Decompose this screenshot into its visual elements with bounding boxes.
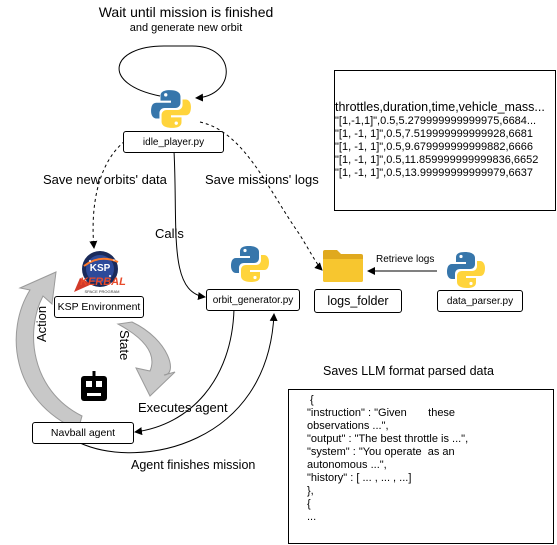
ksp-environment-node: KSP Environment [54, 296, 144, 318]
folder-icon [323, 250, 363, 282]
logs-folder-node: logs_folder [314, 289, 402, 313]
json-line: { [307, 394, 314, 406]
json-line: }, [307, 485, 314, 497]
json-line: { [307, 498, 311, 510]
ksp-logo-tiny-text: SPACE PROGRAM [84, 289, 120, 294]
csv-header: throttles,duration,time,vehicle_mass... [335, 100, 545, 114]
json-line: "system" : "You operate as an [307, 446, 455, 458]
state-label: State [117, 330, 132, 361]
robot-icon [81, 371, 107, 401]
csv-row: "[1, -1, 1]",0.5,11.859999999999836,6652 [335, 154, 539, 166]
agent-finishes-arrow [79, 313, 278, 454]
orbit-generator-node: orbit_generator.py [206, 289, 300, 311]
self-loop-arrow [118, 45, 227, 102]
title-line-1: Wait until mission is finished [98, 4, 274, 20]
python-logo-icon [231, 246, 269, 282]
csv-row: "[1, -1, 1]",0.5,13.99999999999979,6637 [335, 167, 534, 179]
title-line-2: and generate new orbit [129, 22, 243, 34]
csv-row: "[1, -1, 1]",0.5,7.519999999999928,6681 [335, 128, 534, 140]
csv-log-panel: throttles,duration,time,vehicle_mass... … [334, 70, 556, 211]
state-big-arrow [116, 321, 176, 397]
executes-agent-label: Executes agent [138, 400, 228, 415]
action-big-arrow [15, 271, 83, 431]
csv-row: "[1, -1, 1]",0.5,9.679999999999882,6666 [335, 141, 534, 153]
calls-arrow [173, 150, 206, 301]
calls-label: Calls [155, 226, 184, 241]
llm-json-panel: { "instruction" : "Given these observati… [288, 389, 554, 544]
agent-finishes-label: Agent finishes mission [131, 458, 256, 472]
json-line: observations ...", [307, 420, 389, 432]
python-logo-icon [151, 90, 191, 128]
ksp-logo-sub-text: KERBAL [80, 276, 126, 288]
retrieve-logs-label: Retrieve logs [376, 254, 435, 265]
json-line: "history" : [ ... , ... , ...] [307, 472, 412, 484]
save-orbits-label: Save new orbits' data [43, 172, 167, 187]
action-label: Action [34, 305, 49, 342]
json-line: "output" : "The best throttle is ...", [307, 433, 469, 445]
idle-player-node: idle_player.py [123, 131, 224, 153]
saves-llm-label: Saves LLM format parsed data [323, 364, 494, 378]
data-parser-node: data_parser.py [437, 290, 523, 312]
ksp-logo-main-text: KSP [89, 263, 111, 274]
ksp-logo-icon: KSP KERBAL SPACE PROGRAM [70, 248, 130, 296]
csv-row: "[1,-1,1]",0.5,5.279999999999975,6684... [335, 115, 537, 127]
json-line: autonomous ...", [307, 459, 387, 471]
json-line: "instruction" : "Given these [307, 407, 456, 419]
executes-agent-arrow [134, 308, 235, 436]
json-line: ... [307, 511, 317, 523]
save-logs-label: Save missions' logs [205, 172, 319, 187]
navball-agent-node: Navball agent [32, 422, 134, 444]
python-logo-icon [447, 252, 485, 288]
